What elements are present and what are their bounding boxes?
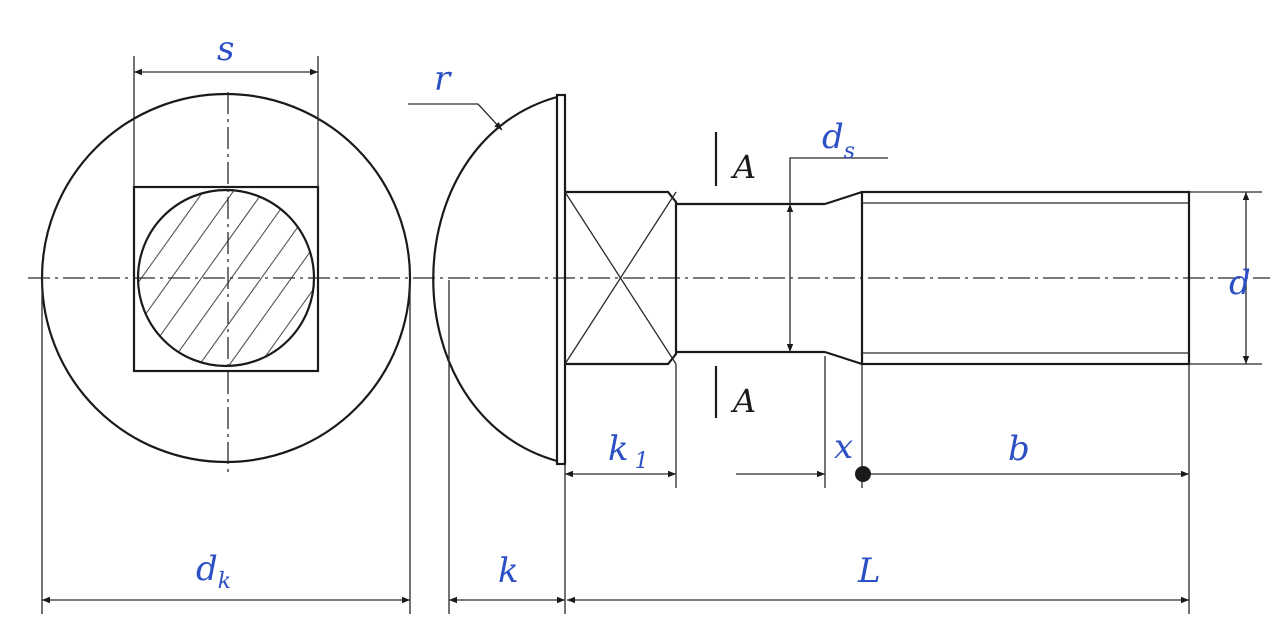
section-label-top: A — [730, 148, 756, 186]
shank-section-hatch — [138, 190, 314, 366]
section-marker: A A — [714, 132, 756, 420]
label-ds-main: d — [822, 117, 844, 157]
end-view — [28, 92, 1270, 474]
reference-point-dot — [855, 466, 871, 482]
domed-head — [432, 95, 558, 463]
label-r: r — [434, 59, 452, 99]
label-d: d — [1229, 263, 1251, 303]
head-flange — [555, 93, 567, 466]
label-dk: dk — [196, 549, 231, 594]
label-x: x — [834, 427, 853, 467]
section-label-bottom: A — [730, 382, 756, 420]
label-ds-sub: s — [844, 139, 855, 164]
square-neck-profile — [565, 190, 678, 366]
label-dk-main: d — [196, 549, 218, 589]
label-dk-sub: k — [218, 569, 231, 594]
dimension-lines — [41, 56, 1262, 614]
label-L: L — [857, 551, 881, 591]
label-k1-sub: 1 — [635, 449, 649, 474]
label-b: b — [1008, 429, 1030, 469]
label-s: s — [217, 29, 234, 69]
square-neck — [132, 185, 320, 373]
threaded-section — [860, 190, 1191, 366]
label-ds: ds — [822, 117, 855, 164]
label-k1-main: k — [608, 429, 629, 469]
label-k: k — [498, 551, 519, 591]
side-view — [432, 93, 1191, 466]
